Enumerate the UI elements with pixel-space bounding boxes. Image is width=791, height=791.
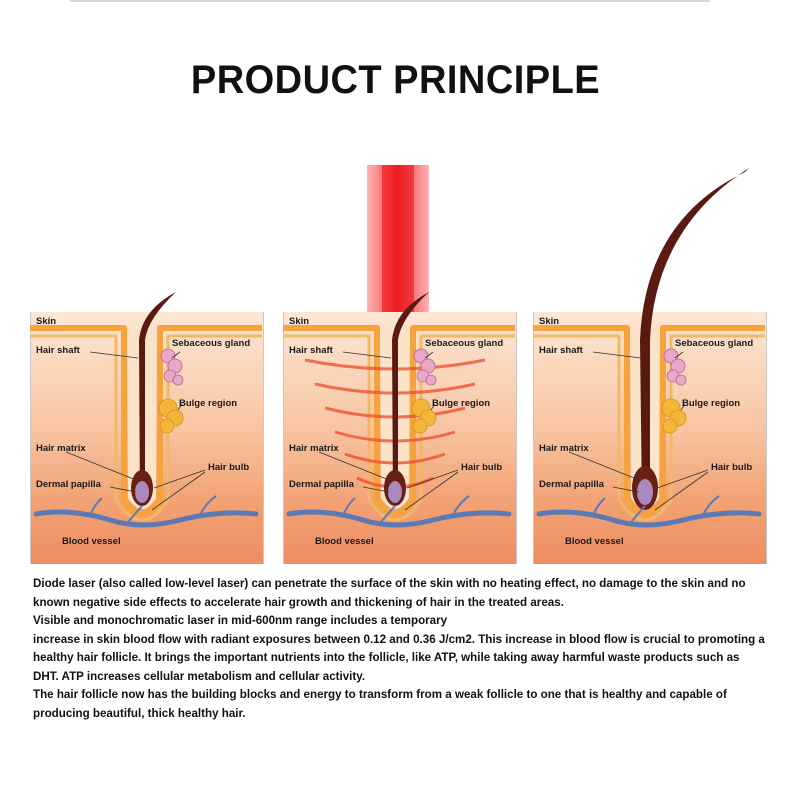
label-hair-matrix: Hair matrix: [36, 443, 86, 454]
leader-gland: [171, 351, 181, 359]
sebaceous-gland: [160, 348, 184, 386]
bulge-lobe: [662, 418, 678, 434]
leader-hair-matrix: [318, 451, 390, 481]
leader-bulge: [430, 403, 436, 411]
blood-vessel: [33, 509, 259, 528]
follicle-sheath: [533, 334, 765, 522]
label-sebaceous-gland: Sebaceous gland: [172, 338, 250, 349]
dermal-papilla: [135, 481, 149, 503]
dermal-papilla: [637, 479, 653, 505]
bulge-region: [661, 398, 687, 434]
leader-hair-matrix: [65, 451, 137, 481]
skin-surface: [30, 325, 262, 517]
gland-lobe: [425, 374, 437, 386]
leader-hair-shaft: [342, 351, 392, 359]
label-blood-vessel: Blood vessel: [315, 536, 374, 547]
leader-hair-matrix: [568, 451, 640, 481]
label-dermal-papilla: Dermal papilla: [539, 479, 605, 490]
label-hair-matrix: Hair matrix: [539, 443, 589, 454]
leader-hair-bulb: [406, 469, 459, 489]
bulge-region: [158, 398, 184, 434]
leader-dermal-papilla: [612, 486, 640, 493]
leader-hair-bulb-2: [404, 471, 459, 511]
bulge-lobe: [159, 418, 175, 434]
label-blood-vessel: Blood vessel: [62, 536, 121, 547]
label-skin: Skin: [289, 316, 309, 327]
sebaceous-gland: [413, 348, 437, 386]
follicle-sheath: [283, 334, 515, 522]
leader-bulge: [177, 403, 183, 411]
bulge-lobe: [412, 418, 428, 434]
gland-lobe: [675, 374, 687, 386]
label-hair-shaft: Hair shaft: [539, 345, 584, 356]
description-paragraph-3: increase in skin blood flow with radiant…: [33, 632, 765, 683]
label-skin: Skin: [539, 316, 559, 327]
leader-hair-bulb-2: [151, 471, 206, 511]
leader-dermal-papilla: [109, 486, 137, 493]
leader-hair-bulb-2: [654, 471, 709, 511]
label-hair-shaft: Hair shaft: [36, 345, 81, 356]
leader-hair-shaft: [89, 351, 139, 359]
leader-hair-bulb: [153, 469, 206, 489]
label-dermal-papilla: Dermal papilla: [289, 479, 355, 490]
gland-lobe: [172, 374, 184, 386]
label-sebaceous-gland: Sebaceous gland: [425, 338, 503, 349]
leader-gland: [424, 351, 434, 359]
dermal-papilla: [388, 481, 402, 503]
label-blood-vessel: Blood vessel: [565, 536, 624, 547]
follicle-sheath: [30, 334, 262, 522]
blood-vessel: [286, 509, 512, 528]
top-divider: [70, 0, 710, 2]
sebaceous-gland: [663, 348, 687, 386]
label-sebaceous-gland: Sebaceous gland: [675, 338, 753, 349]
label-hair-bulb: Hair bulb: [711, 462, 752, 473]
leader-hair-shaft: [592, 351, 642, 359]
leader-dermal-papilla: [362, 486, 390, 493]
label-hair-matrix: Hair matrix: [289, 443, 339, 454]
description-paragraph-1: Diode laser (also called low-level laser…: [33, 577, 746, 609]
label-hair-bulb: Hair bulb: [461, 462, 502, 473]
capillary: [89, 495, 217, 523]
label-bulge-region: Bulge region: [682, 398, 740, 409]
capillary: [342, 495, 470, 523]
description: Diode laser (also called low-level laser…: [33, 575, 768, 723]
label-dermal-papilla: Dermal papilla: [36, 479, 102, 490]
skin-surface: [283, 325, 515, 517]
label-bulge-region: Bulge region: [432, 398, 490, 409]
label-hair-shaft: Hair shaft: [289, 345, 334, 356]
description-paragraph-4: The hair follicle now has the building b…: [33, 688, 727, 720]
leader-bulge: [680, 403, 686, 411]
label-hair-bulb: Hair bulb: [208, 462, 249, 473]
hair-shaft: [640, 168, 749, 505]
page-title: PRODUCT PRINCIPLE: [190, 58, 601, 102]
skin-surface: [533, 325, 765, 517]
capillary: [592, 495, 720, 523]
blood-vessel: [536, 509, 762, 528]
leader-gland: [674, 351, 684, 359]
laser-beam-core: [382, 165, 414, 325]
label-skin: Skin: [36, 316, 56, 327]
description-paragraph-2: Visible and monochromatic laser in mid-6…: [33, 614, 448, 627]
bulge-region: [411, 398, 437, 434]
label-bulge-region: Bulge region: [179, 398, 237, 409]
leader-hair-bulb: [656, 469, 709, 489]
